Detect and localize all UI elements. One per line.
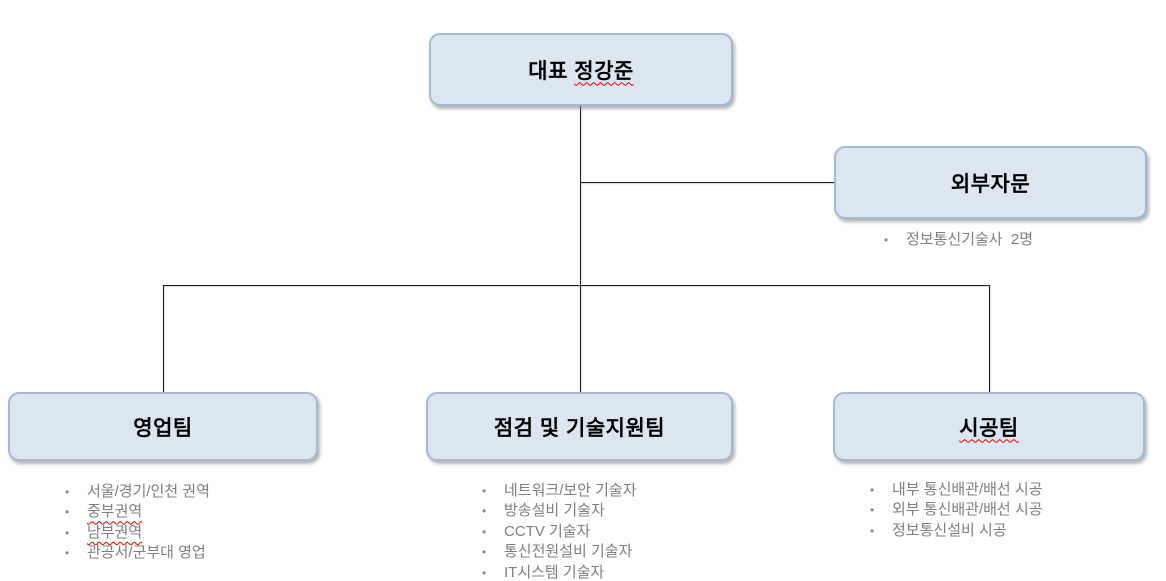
bullet-icon: • [65,525,70,540]
connector-advisory-branch [581,182,834,183]
bullet-icon: • [65,505,70,520]
node-advisory-title: 외부자문 [950,172,1031,196]
list-item: •통신전원설비 기술자 [474,542,637,562]
bullet-icon: • [482,565,487,580]
list-item: •남부권역 [57,523,210,543]
list-item: •중부권역 [57,502,210,522]
node-tech-team: 점검 및 기술지원팀 [426,392,733,461]
list-item: •방송설비 기술자 [474,501,637,521]
connector-bus-horizontal [163,285,990,286]
node-sales-team: 영업팀 [8,392,318,461]
list-item: •정보통신설비 시공 [862,521,1043,541]
bullet-icon: • [482,545,487,560]
node-ceo: 대표 정강준 [429,33,733,106]
connector-drop-build [989,285,990,392]
list-item: •관공서/군부대 영업 [57,543,210,563]
bullet-icon: • [65,485,70,499]
list-item: •서울/경기/인천 권역 [57,482,210,502]
list-item: •정보통신기술사 2명 [876,230,1033,250]
ceo-title-prefix: 대표 [528,59,575,83]
connector-drop-sales [163,285,164,392]
bullet-icon: • [482,484,487,498]
list-item: •CCTV 기술자 [474,522,637,542]
bullet-icon: • [482,524,487,539]
connector-root-vertical [580,106,581,392]
ceo-title-name: 정강준 [574,59,634,83]
node-sales-title: 영업팀 [133,416,193,440]
node-construction-title: 시공팀 [959,416,1019,440]
bullet-icon: • [884,233,889,247]
bullet-list-construction: •내부 통신배관/배선 시공 •외부 통신배관/배선 시공 •정보통신설비 시공 [862,480,1043,541]
list-item: •IT시스템 기술자 [474,563,637,581]
list-item: •내부 통신배관/배선 시공 [862,480,1043,500]
bullet-icon: • [870,483,875,497]
bullet-icon: • [870,523,875,538]
bullet-list-sales: •서울/경기/인천 권역 •중부권역 •남부권역 •관공서/군부대 영업 [57,482,210,564]
bullet-icon: • [482,504,487,519]
node-advisory: 외부자문 [834,146,1147,219]
node-ceo-title: 대표 정강준 [528,55,633,85]
node-construction-team: 시공팀 [833,392,1145,461]
bullet-list-tech: •네트워크/보안 기술자 •방송설비 기술자 •CCTV 기술자 •통신전원설비… [474,481,637,581]
bullet-icon: • [65,546,70,561]
bullet-list-advisory: •정보통신기술사 2명 [876,230,1033,250]
list-item: •외부 통신배관/배선 시공 [862,500,1043,520]
bullet-icon: • [870,503,875,518]
list-item: •네트워크/보안 기술자 [474,481,637,501]
node-tech-title: 점검 및 기술지원팀 [493,416,666,440]
